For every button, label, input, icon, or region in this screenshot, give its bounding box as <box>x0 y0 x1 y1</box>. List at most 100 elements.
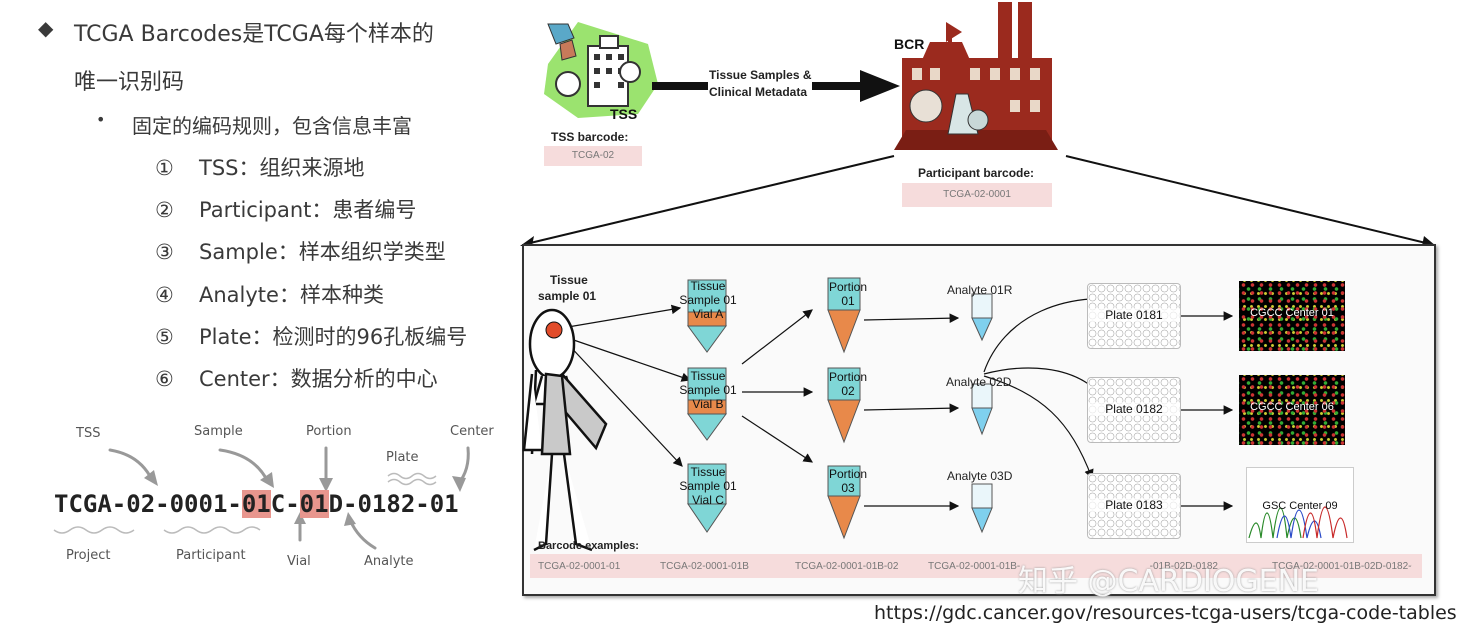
center-label: CGCC Center 01 <box>1250 307 1334 319</box>
sub-bullet: • <box>96 110 106 129</box>
item-number: ③ <box>155 240 174 264</box>
plate-label: Plate 0183 <box>1088 498 1180 512</box>
label-tss: TSS <box>76 426 101 441</box>
barcode-vial: C <box>270 490 286 518</box>
barcode-portion: 01 <box>299 490 329 518</box>
tube-label-line: Sample 01 <box>679 293 737 307</box>
plate-0182: Plate 0182 <box>1087 377 1181 443</box>
center-06-array: CGCC Center 06 <box>1239 375 1345 445</box>
item-text: TSS：组织来源地 <box>199 156 365 180</box>
tissue-sample-line-1: Tissue <box>550 273 588 287</box>
barcode-arrows <box>53 446 470 550</box>
barcode-separator: - <box>415 490 430 518</box>
barcode-example-1: TCGA-02-0001-01 <box>538 561 621 572</box>
barcode-separator: - <box>285 490 300 518</box>
center-label: CGCC Center 06 <box>1250 401 1334 413</box>
tube-label-line: Portion <box>828 280 868 294</box>
portion-tube-01 <box>827 277 861 354</box>
tissue-tube-c <box>687 463 727 533</box>
code-item-tss: ① TSS：组织来源地 <box>155 152 365 182</box>
headline-line-1: TCGA Barcodes是TCGA每个样本的 <box>74 22 434 47</box>
barcode-sample: 01 <box>241 490 271 518</box>
barcode-participant: 0001 <box>169 490 228 518</box>
sequencing-trace-graphic <box>1248 506 1348 539</box>
analyte-03d-label: Analyte 03D <box>947 469 1013 483</box>
analyte-02d-label: Analyte 02D <box>946 375 1012 389</box>
barcode-examples-label: Barcode examples: <box>538 540 639 552</box>
bcr-factory-illustration <box>894 2 1058 150</box>
tss-barcode-value: TCGA-02 <box>544 146 642 166</box>
barcode-analyte: D <box>328 490 344 518</box>
item-number: ⑤ <box>155 325 174 349</box>
label-participant: Participant <box>176 548 246 563</box>
item-text: Analyte：样本种类 <box>199 283 384 307</box>
tube-label-line: Vial A <box>692 307 724 321</box>
tube-label-line: Vial C <box>692 493 724 507</box>
item-text: Sample：样本组织学类型 <box>199 240 446 264</box>
code-item-sample: ③ Sample：样本组织学类型 <box>155 236 446 266</box>
center-01-array: CGCC Center 01 <box>1239 281 1345 351</box>
label-vial: Vial <box>287 554 311 569</box>
zoom-lines <box>520 155 1436 246</box>
source-url: https://gdc.cancer.gov/resources-tcga-us… <box>874 602 1457 624</box>
label-plate: Plate <box>386 450 419 465</box>
analyte-01r-label: Analyte 01R <box>947 283 1013 297</box>
center-label: GSC Center 09 <box>1262 500 1338 512</box>
tss-label: TSS <box>610 106 638 122</box>
item-text: Participant：患者编号 <box>199 198 417 222</box>
participant-barcode-label: Participant barcode: <box>918 166 1035 180</box>
barcode-example-3: TCGA-02-0001-01B-02 <box>795 561 899 572</box>
tube-label-line: Portion <box>828 467 868 481</box>
barcode-separator: - <box>155 490 170 518</box>
label-sample: Sample <box>194 424 243 439</box>
code-item-participant: ② Participant：患者编号 <box>155 194 416 224</box>
tube-label-line: 02 <box>841 384 855 398</box>
tissue-tube-a <box>687 279 727 353</box>
headline-line-2: 唯一识别码 <box>74 70 185 95</box>
code-item-plate: ⑤ Plate：检测时的96孔板编号 <box>155 321 467 351</box>
tube-label-line: Sample 01 <box>679 479 737 493</box>
bcr-label: BCR <box>894 36 925 52</box>
barcode-tss: 02 <box>126 490 156 518</box>
item-number: ⑥ <box>155 367 174 391</box>
tube-label-line: 01 <box>841 294 855 308</box>
tube-label-line: Tissue <box>690 279 726 293</box>
arrow-text-line-1: Tissue Samples & <box>709 68 812 82</box>
tube-label-line: Vial B <box>692 397 724 411</box>
item-text: Center：数据分析的中心 <box>199 367 438 391</box>
plate-label: Plate 0182 <box>1088 402 1180 416</box>
item-number: ① <box>155 156 174 180</box>
tss-building-illustration <box>544 22 658 118</box>
code-item-center: ⑥ Center：数据分析的中心 <box>155 363 438 393</box>
tube-label-line: Tissue <box>690 369 726 383</box>
tss-barcode-label: TSS barcode: <box>551 130 629 144</box>
label-portion: Portion <box>306 424 352 439</box>
barcode-examples-bar <box>530 554 1422 578</box>
tube-label-line: Portion <box>828 370 868 384</box>
barcode-separator: - <box>343 490 358 518</box>
barcode-center: 01 <box>429 490 459 518</box>
item-number: ④ <box>155 283 174 307</box>
sample-transfer-arrow <box>652 70 900 102</box>
participant-barcode-value: TCGA-02-0001 <box>902 183 1052 207</box>
tissue-sample-line-2: sample 01 <box>538 289 597 303</box>
label-analyte: Analyte <box>364 554 414 569</box>
tube-label-line: Tissue <box>690 465 726 479</box>
plate-0181: Plate 0181 <box>1087 283 1181 349</box>
headline-bullet: ◆ <box>38 16 54 40</box>
item-text: Plate：检测时的96孔板编号 <box>199 325 468 349</box>
item-number: ② <box>155 198 174 222</box>
barcode-separator: - <box>227 490 242 518</box>
analyte-tube-02d <box>971 383 993 436</box>
barcode-example-5: TCGA-02-0001-01B-02D-0182 <box>1150 561 1218 572</box>
code-item-analyte: ④ Analyte：样本种类 <box>155 279 384 309</box>
portion-tube-03 <box>827 465 861 540</box>
barcode-plate: 0182 <box>357 490 416 518</box>
barcode-project: TCGA <box>54 490 112 518</box>
plate-0183: Plate 0183 <box>1087 473 1181 539</box>
barcode-example-6: TCGA-02-0001-01B-02D-0182-06 <box>1272 561 1412 572</box>
